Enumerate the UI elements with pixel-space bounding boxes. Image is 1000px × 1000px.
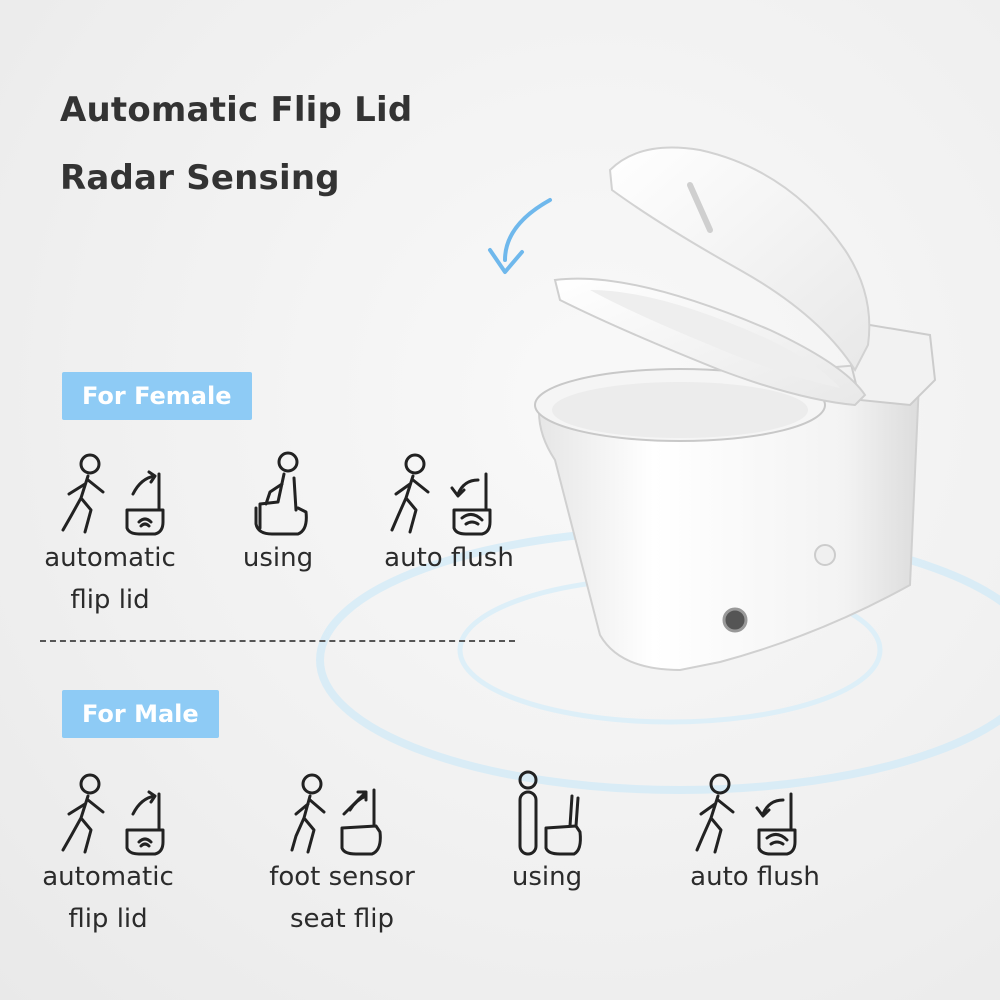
foot-sensor-seat-flip-icon	[290, 770, 400, 864]
seated-person-icon	[238, 450, 318, 544]
walking-person-lid-open-icon	[55, 450, 175, 544]
headline-automatic-flip-lid: Automatic Flip Lid	[60, 90, 413, 130]
caption-male-foot-sensor-seat-flip: foot sensor seat flip	[269, 862, 415, 934]
section-divider	[40, 640, 515, 642]
caption-female-auto-flush: auto flush	[384, 543, 514, 573]
for-male-badge: For Male	[62, 690, 219, 738]
toilet-product-illustration	[316, 146, 1000, 794]
caption-male-automatic-flip-lid: automatic flip lid	[42, 862, 174, 934]
caption-female-using: using	[242, 543, 314, 573]
walking-person-flush-icon	[390, 450, 510, 544]
caption-female-automatic-flip-lid: automatic flip lid	[44, 543, 176, 615]
caption-male-using: using	[511, 862, 583, 892]
curved-arrow-icon	[503, 198, 552, 262]
flush-sensor-button	[814, 544, 836, 566]
standing-person-icon	[510, 770, 590, 864]
walking-person-flush-icon	[695, 770, 815, 864]
foot-sensor	[722, 607, 748, 633]
walking-person-lid-open-icon	[55, 770, 175, 864]
headline-radar-sensing: Radar Sensing	[60, 158, 340, 198]
for-female-badge: For Female	[62, 372, 252, 420]
caption-male-auto-flush: auto flush	[690, 862, 820, 892]
